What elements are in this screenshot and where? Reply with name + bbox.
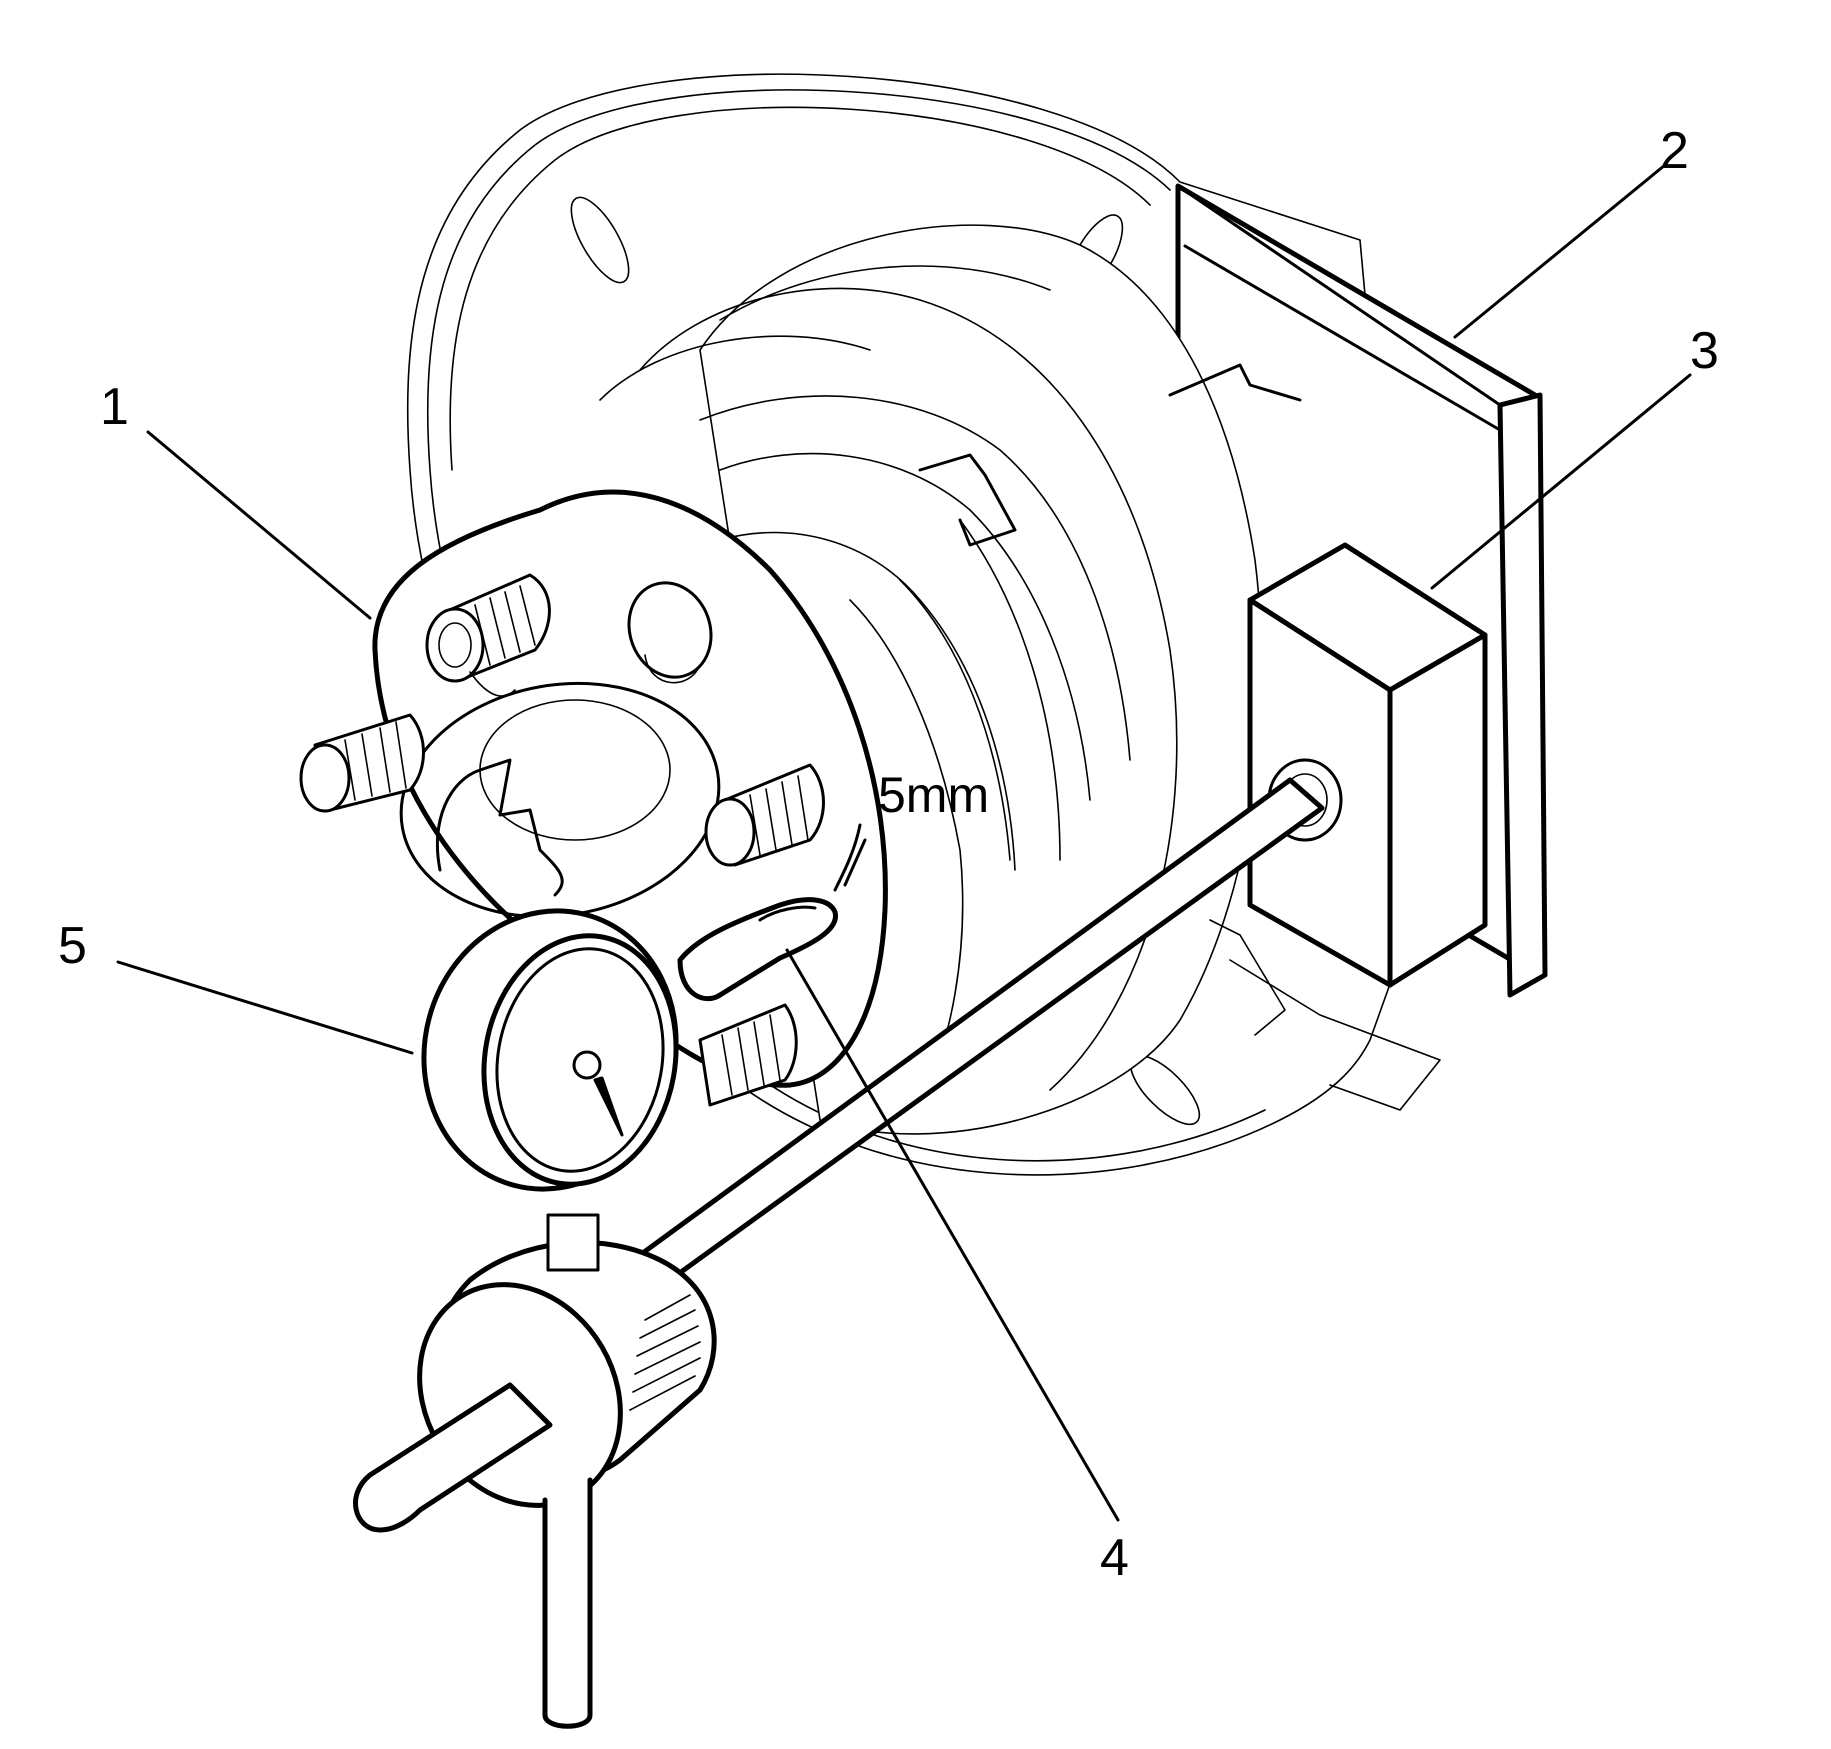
- rod-clamp: [353, 1213, 717, 1729]
- stud-left: [299, 713, 425, 813]
- dimension-label: 5mm: [878, 767, 989, 823]
- stud-right: [704, 763, 825, 867]
- callout-2: 2: [1660, 122, 1689, 180]
- callout-4: 4: [1100, 1529, 1129, 1587]
- callout-3: 3: [1690, 322, 1719, 380]
- dial-indicator: [421, 838, 867, 1192]
- stud-upper-left: [425, 573, 551, 697]
- callout-1: 1: [100, 378, 129, 436]
- callout-5: 5: [58, 917, 87, 975]
- dimension-indicator: [833, 823, 862, 892]
- leader-2: [1453, 163, 1667, 339]
- callout-labels: 1 2 3 4 5 5mm: [58, 122, 1719, 1587]
- leader-lines: [116, 163, 1692, 1522]
- wheel-studs: [299, 573, 825, 1107]
- leader-4: [785, 948, 1120, 1522]
- leader-1: [146, 430, 372, 620]
- leader-3: [1430, 373, 1692, 590]
- leader-5: [116, 960, 414, 1055]
- magnetic-base: [1247, 542, 1488, 988]
- stud-lower: [698, 1003, 798, 1107]
